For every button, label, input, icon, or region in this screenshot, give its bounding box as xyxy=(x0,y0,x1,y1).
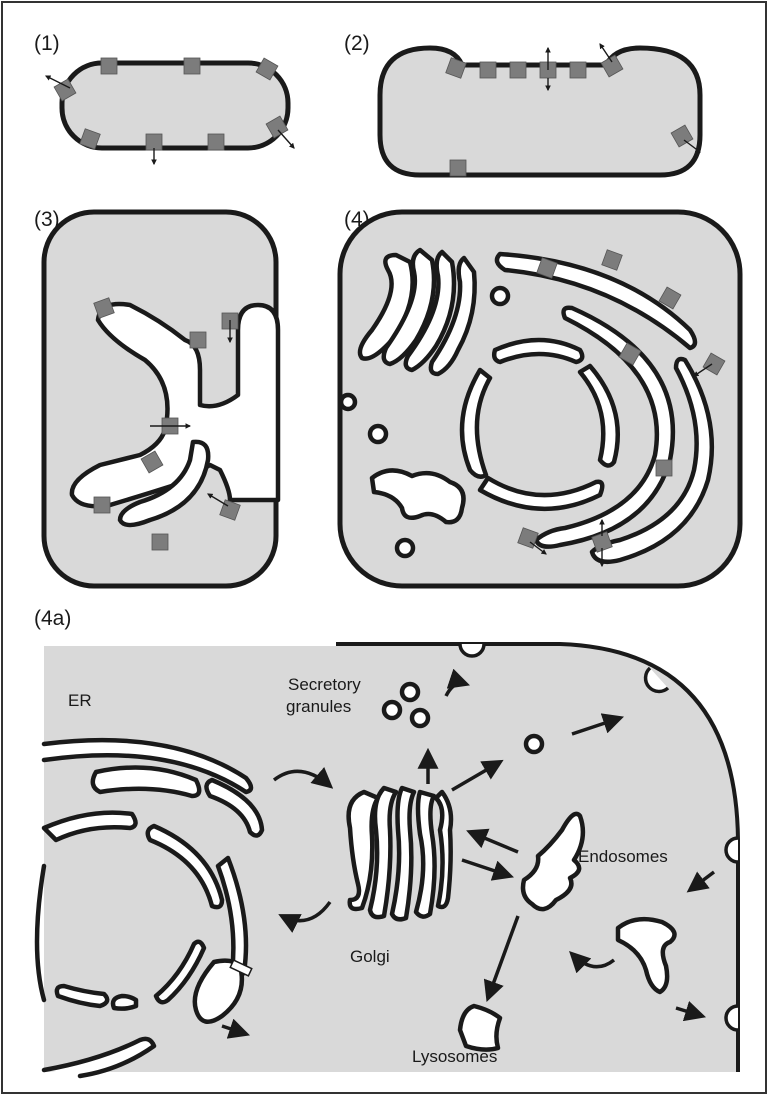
membrane-protein xyxy=(570,62,586,78)
vesicle xyxy=(397,540,413,556)
golgi-label: Golgi xyxy=(350,947,390,966)
lysosome xyxy=(460,1006,500,1050)
membrane-protein xyxy=(510,62,526,78)
endocytic-pit xyxy=(726,1006,738,1030)
vesicle xyxy=(492,288,508,304)
secretory-granules-label-line2: granules xyxy=(286,697,351,716)
panel-1: (1) xyxy=(34,32,294,164)
secretory-granule xyxy=(402,684,418,700)
vesicle xyxy=(341,395,355,409)
membrane-protein xyxy=(184,58,200,74)
membrane-protein xyxy=(101,58,117,74)
membrane-protein xyxy=(450,160,466,176)
transport-arrow xyxy=(278,130,294,148)
panel-1-label: (1) xyxy=(34,32,60,55)
endosomes-label: Endosomes xyxy=(578,847,668,866)
membrane-protein xyxy=(146,134,162,150)
panel-4: (4) xyxy=(340,208,740,586)
membrane-protein xyxy=(190,332,206,348)
transport-vesicle xyxy=(526,736,542,752)
er-label: ER xyxy=(68,691,92,710)
panel-3: (3) xyxy=(34,208,278,586)
secretory-granule xyxy=(412,710,428,726)
panel-4a-label: (4a) xyxy=(34,607,71,630)
secretory-granule xyxy=(384,702,400,718)
panel-2: (2) xyxy=(344,32,700,176)
panel-2-label: (2) xyxy=(344,32,370,55)
endocytic-pit xyxy=(726,838,738,862)
membrane-protein xyxy=(208,134,224,150)
membrane-protein xyxy=(656,460,672,476)
secretion-pit xyxy=(460,644,484,656)
vesicle xyxy=(370,426,386,442)
membrane-protein xyxy=(480,62,496,78)
membrane-protein xyxy=(152,534,168,550)
membrane-protein xyxy=(94,497,110,513)
panel-4a: (4a) ER Secretory granules Endosomes Gol… xyxy=(34,607,738,1076)
transport-arrow xyxy=(600,44,612,62)
secretory-granules-label-line1: Secretory xyxy=(288,675,361,694)
